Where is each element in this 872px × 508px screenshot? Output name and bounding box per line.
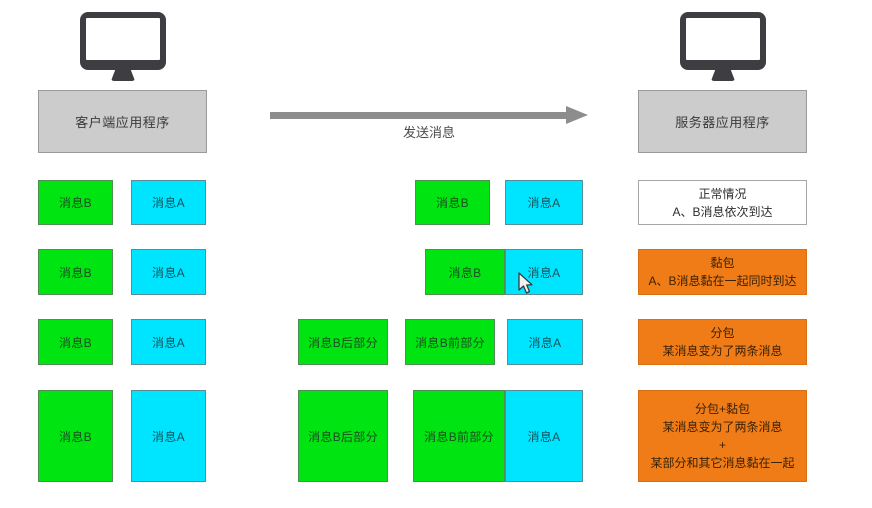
client-packet: 消息B	[38, 249, 113, 295]
monitor-stand	[711, 67, 735, 81]
wire-packet: 消息A	[505, 180, 583, 225]
client-packet: 消息A	[131, 319, 206, 365]
arrow-label: 发送消息	[402, 125, 455, 140]
monitor-screen	[80, 12, 166, 70]
wire-packet: 消息B前部分	[413, 390, 505, 482]
status-line: A、B消息黏在一起同时到达	[648, 274, 797, 288]
status-line: +	[718, 438, 726, 452]
status-line: 正常情况	[698, 186, 747, 201]
arrow-head-icon	[566, 106, 588, 124]
status-line: 黏包	[710, 256, 735, 270]
client-packet: 消息A	[131, 390, 206, 482]
status-box-sticky: 黏包 A、B消息黏在一起同时到达	[638, 249, 807, 295]
monitor-stand	[111, 67, 135, 81]
status-line: 某消息变为了两条消息	[662, 344, 783, 358]
status-line: 某部分和其它消息黏在一起	[650, 456, 795, 470]
status-box-split-sticky: 分包+黏包 某消息变为了两条消息 + 某部分和其它消息黏在一起	[638, 390, 807, 482]
wire-packet: 消息B后部分	[298, 390, 388, 482]
client-packet: 消息B	[38, 390, 113, 482]
client-application-box: 客户端应用程序	[38, 90, 207, 153]
arrow-shaft	[270, 112, 568, 119]
client-packet: 消息A	[131, 249, 206, 295]
wire-packet: 消息B	[425, 249, 505, 295]
monitor-icon-server	[680, 12, 766, 84]
send-message-arrow: 发送消息	[270, 105, 590, 145]
status-line: 某消息变为了两条消息	[662, 420, 783, 434]
client-application-label: 客户端应用程序	[75, 115, 170, 130]
client-packet: 消息A	[131, 180, 206, 225]
status-line: 分包+黏包	[694, 402, 750, 416]
client-packet: 消息B	[38, 319, 113, 365]
server-application-label: 服务器应用程序	[675, 115, 770, 130]
monitor-screen	[680, 12, 766, 70]
wire-packet: 消息A	[505, 249, 583, 295]
wire-packet: 消息A	[505, 390, 583, 482]
status-box-normal: 正常情况 A、B消息依次到达	[638, 180, 807, 225]
server-application-box: 服务器应用程序	[638, 90, 807, 153]
status-box-split: 分包 某消息变为了两条消息	[638, 319, 807, 365]
monitor-icon-client	[80, 12, 166, 84]
wire-packet: 消息B前部分	[405, 319, 495, 365]
client-packet: 消息B	[38, 180, 113, 225]
wire-packet: 消息A	[507, 319, 583, 365]
wire-packet: 消息B后部分	[298, 319, 388, 365]
status-line: A、B消息依次到达	[672, 204, 773, 219]
wire-packet: 消息B	[415, 180, 490, 225]
status-line: 分包	[710, 326, 735, 340]
